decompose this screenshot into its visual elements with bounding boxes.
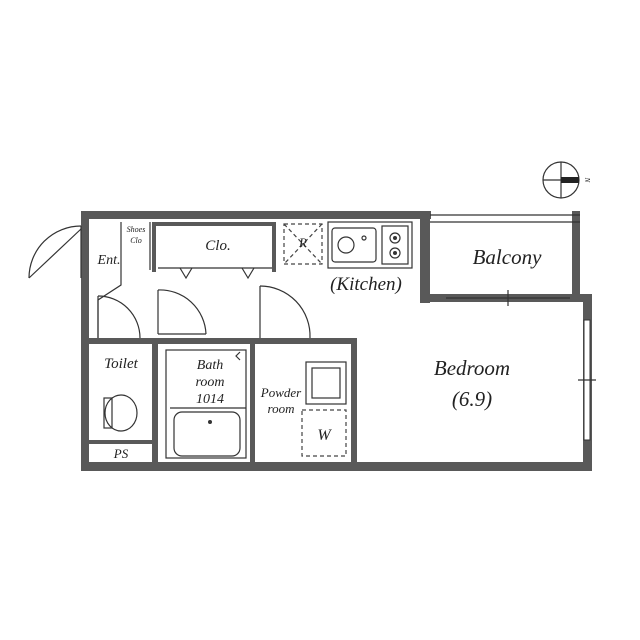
hall-door xyxy=(157,289,207,335)
refrigerator-label: R xyxy=(298,235,307,250)
bedroom-size-label: (6.9) xyxy=(452,387,492,411)
refrigerator-space xyxy=(283,223,323,265)
pipe-space-label: PS xyxy=(113,446,129,461)
shoes-closet xyxy=(97,222,151,338)
bedroom-window xyxy=(578,319,596,441)
powder-room-label-1: Powder xyxy=(260,385,302,400)
bath-label-3: 1014 xyxy=(196,392,224,407)
compass-north-label: N xyxy=(583,177,591,183)
washer-label: W xyxy=(317,427,332,444)
balcony-label: Balcony xyxy=(473,245,542,269)
bathtub xyxy=(165,349,247,459)
compass xyxy=(542,161,580,199)
bath-label-2: room xyxy=(195,375,224,390)
closet xyxy=(158,267,272,280)
washer-space xyxy=(301,409,347,457)
toilet-door xyxy=(97,295,141,339)
shoes-closet-label-2: Clo xyxy=(130,236,142,245)
balcony-window xyxy=(430,214,580,306)
entrance-door xyxy=(28,225,82,279)
entrance-label: Ent. xyxy=(97,253,121,268)
interior-walls xyxy=(89,222,357,462)
washbasin xyxy=(305,361,347,405)
closet-label: Clo. xyxy=(205,238,230,254)
kitchen-counter xyxy=(327,221,413,269)
powder-room-label-2: room xyxy=(268,401,295,416)
kitchen-label: (Kitchen) xyxy=(330,274,402,295)
bath-label-1: Bath xyxy=(197,358,223,373)
toilet-label: Toilet xyxy=(104,356,138,372)
toilet-fixture xyxy=(103,394,138,432)
shoes-closet-label-1: Shoes xyxy=(127,225,146,234)
bath-door xyxy=(259,285,311,339)
bedroom-label: Bedroom xyxy=(434,356,510,380)
